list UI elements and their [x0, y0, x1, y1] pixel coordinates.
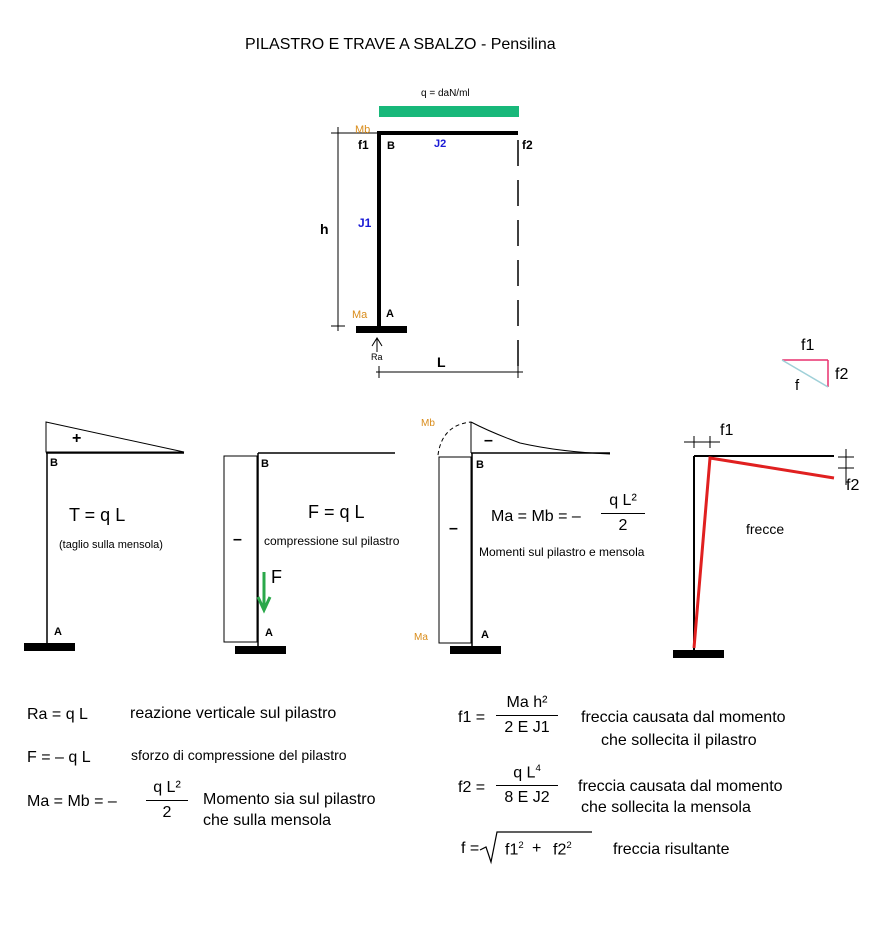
f1-description-line1: freccia causata dal momento [581, 709, 786, 726]
m-description-line2: che sulla mensola [203, 812, 332, 829]
f2-description-line1: freccia causata dal momento [578, 778, 783, 795]
deflection-f1-label: f1 [358, 138, 369, 152]
moment-panel [437, 421, 611, 654]
shear-note: (taglio sulla mensola) [59, 539, 163, 551]
resultant-plus: + [532, 840, 542, 857]
moment-sign-column: – [449, 520, 458, 537]
f1-equation-fraction: Ma h² 2 E J1 [496, 694, 558, 737]
resultant-description: freccia risultante [613, 841, 730, 858]
reaction-arrow [371, 337, 383, 352]
inertia-j2-label: J2 [434, 138, 447, 150]
compression-node-a: A [265, 627, 273, 639]
f2-equation-left: f2 = [458, 779, 486, 796]
shear-formula: T = q L [69, 505, 126, 525]
m-equation-fraction: q L² 2 [146, 779, 188, 822]
resultant-term-f1: f12 [505, 841, 524, 858]
compression-note: compressione sul pilastro [264, 534, 400, 548]
f2-equation-numerator: q L4 [496, 763, 558, 782]
deflection-f2-label: f2 [522, 138, 533, 152]
page-title: PILASTRO E TRAVE A SBALZO - Pensilina [245, 36, 556, 53]
m-equation-denominator: 2 [162, 804, 172, 821]
resultant-equation-left: f = [461, 840, 480, 857]
compression-force-arrow [256, 572, 272, 614]
f2-equation-numerator-exponent: 4 [535, 763, 541, 774]
ra-equation: Ra = q L [27, 706, 88, 723]
square-root-sign [479, 831, 592, 865]
column-base [356, 326, 407, 333]
m-equation-left: Ma = Mb = – [27, 793, 117, 810]
f2-equation-denominator: 8 E J2 [504, 789, 550, 807]
load-label: q = daN/ml [421, 88, 470, 99]
compression-formula: F = q L [308, 502, 365, 522]
compression-force-label: F [271, 567, 282, 587]
triangle-f2-label: f2 [835, 366, 849, 383]
moment-formula-denominator: 2 [618, 517, 628, 534]
moment-a-label: Ma [352, 309, 368, 321]
resultant-f2-exponent: 2 [566, 840, 572, 851]
moment-panel-ma: Ma [414, 632, 428, 643]
f2-equation-numerator-base: q L [513, 764, 536, 782]
moment-b-label: Mb [355, 124, 371, 136]
resultant-f1-base: f1 [505, 841, 519, 859]
resultant-f1-exponent: 2 [518, 840, 524, 851]
reaction-ra-label: Ra [371, 352, 383, 362]
height-label: h [320, 221, 329, 237]
triangle-f1-label: f1 [801, 337, 815, 354]
compression-panel [223, 452, 395, 654]
f1-description-line2: che sollecita il pilastro [601, 732, 757, 749]
ra-description: reazione verticale sul pilastro [130, 705, 337, 722]
moment-node-a: A [481, 629, 489, 641]
node-b-label: B [387, 140, 395, 152]
distributed-load-bar [379, 106, 519, 117]
moment-node-b: B [476, 459, 484, 471]
shear-node-b: B [50, 457, 58, 469]
triangle-f-label: f [795, 377, 800, 394]
f-equation: F = – q L [27, 749, 91, 766]
deflection-panel-f2: f2 [846, 477, 860, 494]
shear-panel [24, 421, 185, 651]
deflection-panel-label: frecce [746, 521, 785, 537]
deflection-panel [673, 436, 854, 658]
m-description-line1: Momento sia sul pilastro [203, 791, 376, 808]
length-label: L [437, 354, 446, 370]
compression-node-b: B [261, 458, 269, 470]
f1-equation-numerator: Ma h² [506, 694, 548, 711]
shear-node-a: A [54, 626, 62, 638]
node-a-label: A [386, 308, 394, 320]
moment-formula-left: Ma = Mb = – [491, 508, 581, 525]
moment-sign-top: – [484, 432, 493, 449]
deflection-panel-f1: f1 [720, 422, 734, 439]
deflection-triangle [781, 359, 829, 388]
f2-description-line2: che sollecita la mensola [581, 799, 751, 816]
resultant-term-f2: f22 [553, 841, 572, 858]
shear-sign: + [72, 430, 82, 447]
moment-formula-fraction: q L² 2 [601, 492, 645, 535]
f1-equation-denominator: 2 E J1 [504, 719, 550, 736]
moment-panel-mb: Mb [421, 418, 435, 429]
f1-equation-left: f1 = [458, 709, 486, 726]
inertia-j1-label: J1 [358, 216, 372, 230]
f2-equation-fraction: q L4 8 E J2 [496, 763, 558, 807]
f-description: sforzo di compressione del pilastro [131, 747, 347, 763]
compression-sign: – [233, 531, 242, 548]
moment-note: Momenti sul pilastro e mensola [479, 545, 645, 559]
m-equation-numerator: q L² [153, 779, 181, 796]
moment-formula-numerator: q L² [609, 492, 637, 509]
resultant-f2-base: f2 [553, 841, 567, 859]
